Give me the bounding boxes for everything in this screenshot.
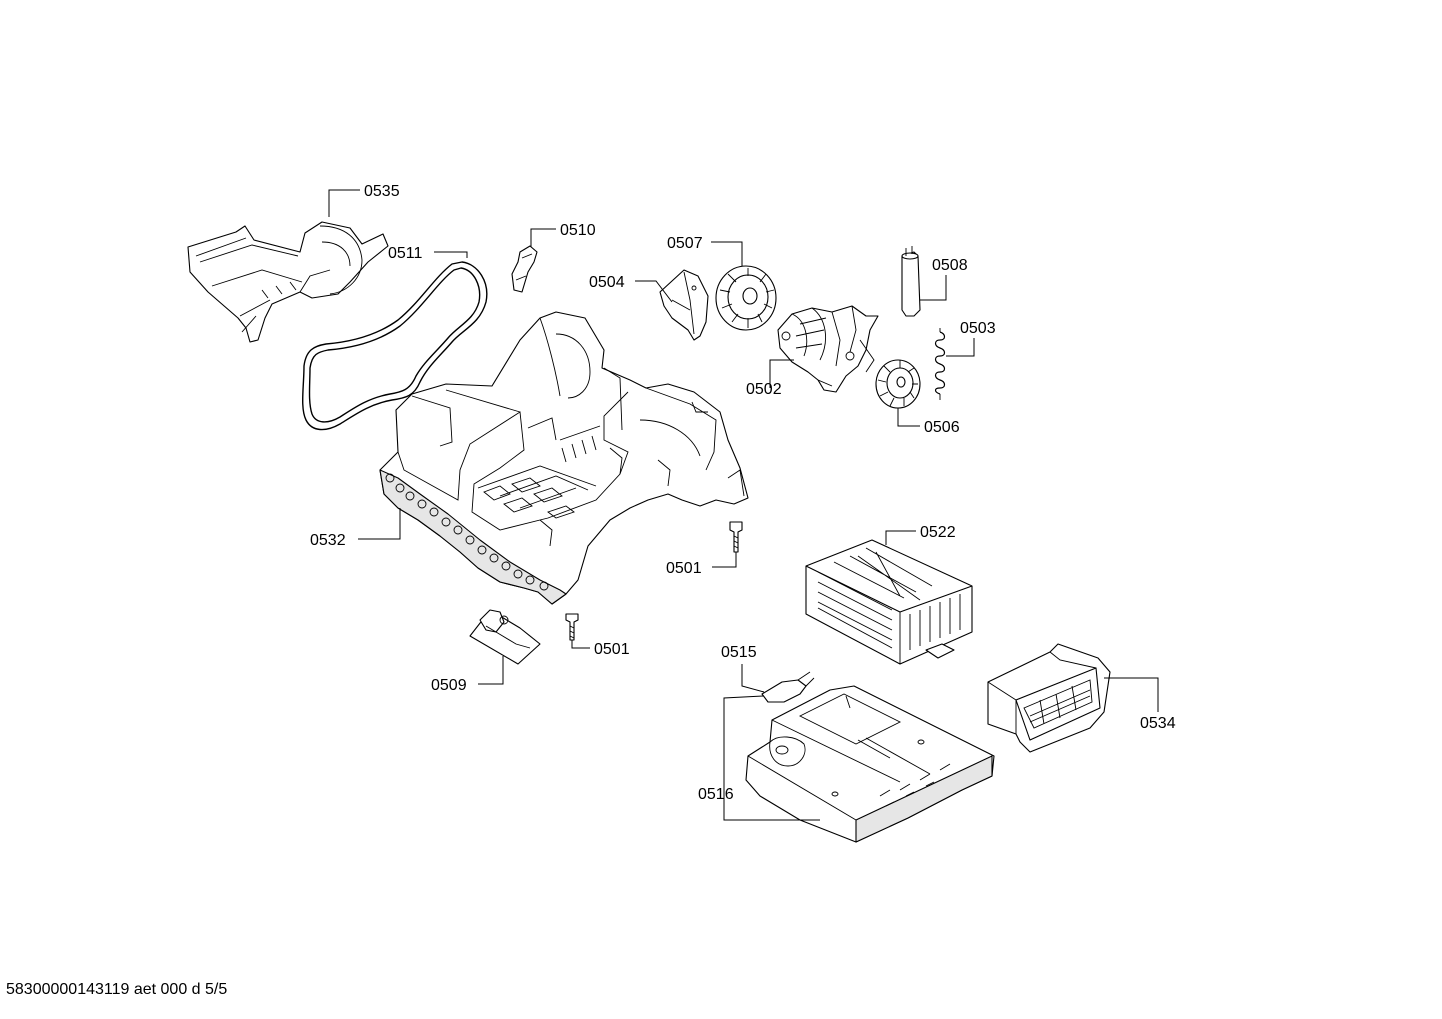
part-0504-shroud <box>659 269 709 341</box>
leader-0511 <box>434 251 468 258</box>
label-0509: 0509 <box>431 677 467 694</box>
part-0506-small-fan <box>875 359 921 409</box>
label-0501b: 0501 <box>594 641 630 658</box>
part-0511-gasket <box>302 261 488 431</box>
leader-0535 <box>328 189 360 217</box>
leader-0534 <box>1104 677 1159 712</box>
leader-0510 <box>530 228 556 247</box>
label-0503: 0503 <box>960 320 996 337</box>
label-0508: 0508 <box>932 257 968 274</box>
part-0534-filter-frame <box>987 643 1111 753</box>
label-0515: 0515 <box>721 644 757 661</box>
part-0532-base-housing <box>379 311 749 605</box>
label-0516: 0516 <box>698 786 734 803</box>
part-0507-fan-wheel <box>715 265 777 331</box>
leader-0501a <box>712 552 737 568</box>
label-0501a: 0501 <box>666 560 702 577</box>
leader-0501b <box>571 640 590 649</box>
part-0522-condenser <box>805 539 973 665</box>
document-code: 58300000143119 aet 000 d 5/5 <box>6 981 228 998</box>
part-0515-flap <box>761 671 815 703</box>
label-0502: 0502 <box>746 381 782 398</box>
label-0511: 0511 <box>388 245 423 262</box>
label-0535: 0535 <box>364 183 400 200</box>
leader-0503 <box>946 338 975 357</box>
label-0522: 0522 <box>920 524 956 541</box>
leader-0504 <box>635 280 673 303</box>
leader-0506 <box>897 408 920 427</box>
leader-0509 <box>478 656 504 685</box>
part-0502-motor <box>777 305 879 393</box>
leader-0532 <box>358 508 401 540</box>
part-0516-tray <box>745 685 995 843</box>
leader-0507 <box>711 241 743 266</box>
label-0504: 0504 <box>589 274 625 291</box>
label-0507: 0507 <box>667 235 703 252</box>
part-0509-bracket <box>469 609 541 665</box>
label-0510: 0510 <box>560 222 596 239</box>
part-0503-spring <box>934 328 946 400</box>
leader-0522 <box>885 530 916 545</box>
leader-0515 <box>741 664 765 693</box>
part-0535-air-duct <box>187 221 389 343</box>
part-0501-screw-lower <box>565 613 579 641</box>
label-0506: 0506 <box>924 419 960 436</box>
part-0508-capacitor <box>901 246 921 317</box>
leader-0502 <box>769 359 794 388</box>
leader-0508 <box>920 275 947 301</box>
label-0534: 0534 <box>1140 715 1176 732</box>
part-0510-clip <box>511 245 538 293</box>
part-0501-screw-upper <box>729 521 743 553</box>
label-0532: 0532 <box>310 532 346 549</box>
leader-0516 <box>723 695 820 821</box>
